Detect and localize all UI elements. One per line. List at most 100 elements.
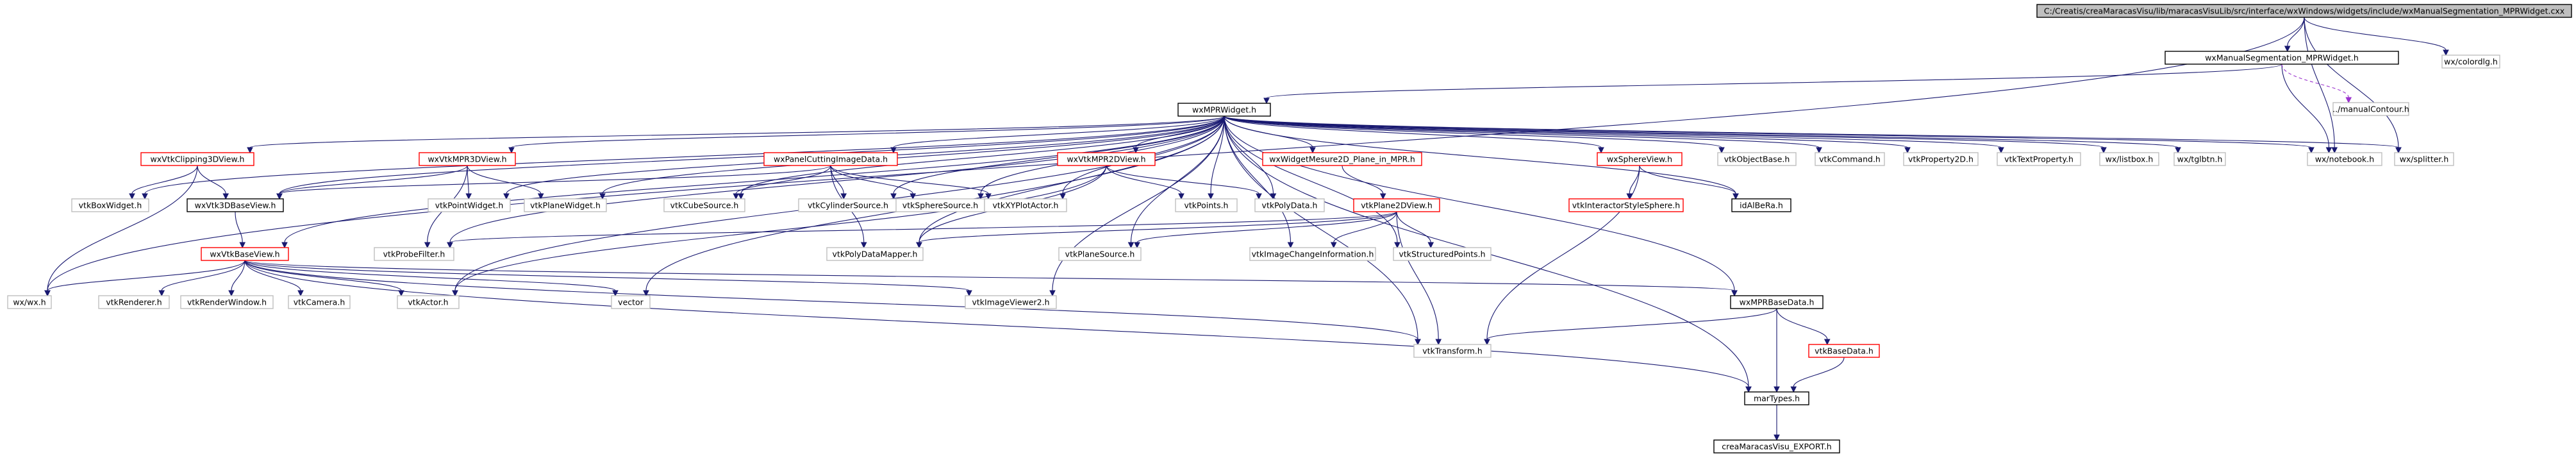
node-box [1262,152,1422,166]
node-plane2dview[interactable]: vtkPlane2DView.h [1353,198,1440,212]
node-vtkmpr3d[interactable]: wxVtkMPR3DView.h [419,152,516,166]
node-sphereview[interactable]: wxSphereView.h [1597,152,1683,166]
node-label: vtkPlane2DView.h [1361,201,1433,210]
node-mesure2d[interactable]: wxWidgetMesure2D_Plane_in_MPR.h [1262,152,1422,166]
node-label: vtkProbeFilter.h [383,250,445,259]
edge-mprwidget-to-property2d [1224,115,1911,154]
node-basedata[interactable]: vtkBaseData.h [1808,344,1880,358]
node-mprbasedata[interactable]: wxMPRBaseData.h [1730,295,1824,309]
node-objectbase: vtkObjectBase.h [1717,152,1797,166]
node-box [180,295,274,309]
node-label: vtkObjectBase.h [1724,155,1790,164]
node-label: wx/tglbtn.h [2177,155,2223,164]
node-label: vtkXYPlotActor.h [993,201,1059,210]
node-label: wxPanelCuttingImageData.h [774,155,888,164]
node-panelcut[interactable]: wxPanelCuttingImageData.h [763,152,898,166]
node-label: wx/splitter.h [2400,155,2449,164]
edge-mprwidget-to-planewidget [599,115,1225,200]
node-pointwidget: vtkPointWidget.h [428,198,511,212]
edge-mprwidget-to-points [1208,115,1225,200]
node-box [71,198,149,212]
node-box [1393,247,1492,261]
edge-manseg-to-notebook [2281,64,2332,154]
node-box [1815,152,1885,166]
edge-vtk3dbase-to-vtkbaseview [235,211,246,249]
node-textproperty: vtkTextProperty.h [1997,152,2081,166]
node-box [1353,198,1440,212]
edge-root-to-splitter [2304,17,2402,154]
node-label: wxVtkBaseView.h [210,250,279,259]
node-label: vtkRenderer.h [106,298,162,307]
edge-vtkbaseview-to-actor [244,260,404,297]
node-label: vtkCubeSource.h [670,201,739,210]
edge-panelcut-to-vtk3dbase [276,165,831,200]
edge-manseg-to-manualcontour [2281,64,2352,104]
edge-vtkmpr2d-to-points [1106,165,1184,200]
node-mprwidget[interactable]: wxMPRWidget.h [1177,103,1271,117]
edge-mprwidget-to-textproperty [1224,115,2004,154]
node-planewidget: vtkPlaneWidget.h [524,198,607,212]
node-vtk3dbase[interactable]: wxVtk3DBaseView.h [187,198,284,212]
node-box [1249,247,1376,261]
edge-mesure2d-to-plane2dview [1342,165,1386,200]
node-label: vtkStructuredPoints.h [1399,250,1485,259]
edge-panelcut-to-xyplot [830,165,992,200]
node-label: vtkInteractorStyleSphere.h [1572,201,1680,210]
edge-vtkbaseview-to-renderer [158,260,245,297]
node-cylsource: vtkCylinderSource.h [798,198,898,212]
edge-clipping-to-vtk3dbase [197,165,229,200]
node-box [397,295,460,309]
node-boxwidget: vtkBoxWidget.h [71,198,149,212]
node-manseg[interactable]: wxManualSegmentation_MPRWidget.h [2165,51,2399,65]
node-xyplot: vtkXYPlotActor.h [984,198,1067,212]
node-box [140,152,254,166]
node-label: vtkSphereSource.h [902,201,978,210]
node-export[interactable]: creaMaracasVisu_EXPORT.h [1713,439,1840,454]
node-label: vtkRenderWindow.h [187,298,267,307]
node-box [1744,391,1809,405]
edge-mprwidget-to-command [1224,115,1822,154]
edge-vtkbaseview-to-mprbasedata [244,260,1738,297]
edge-vtkbaseview-to-wxwx [44,260,245,297]
node-box [763,152,898,166]
node-label: vtkPoints.h [1184,201,1229,210]
node-label: wxWidgetMesure2D_Plane_in_MPR.h [1269,155,1415,164]
node-clipping[interactable]: wxVtkClipping3DView.h [140,152,254,166]
node-label: wxMPRBaseData.h [1740,298,1815,307]
node-label: marTypes.h [1754,394,1800,403]
node-box [1254,198,1325,212]
node-box [1903,152,1979,166]
edge-vtkbaseview-to-imageviewer2 [244,260,972,297]
edge-mprwidget-to-sphereview [1224,115,1604,154]
edge-basedata-to-martypes [1790,357,1845,393]
edge-mprbasedata-to-martypes [1774,308,1780,393]
edge-plane2dview-to-polydatamapper [916,211,1397,249]
node-vtkmpr2d[interactable]: wxVtkMPR2DView.h [1057,152,1156,166]
edge-mprwidget-to-panelcut [890,115,1225,154]
node-label: wxSphereView.h [1607,155,1672,164]
node-box [1731,198,1791,212]
node-box [1175,198,1238,212]
node-renderer: vtkRenderer.h [98,295,170,309]
node-root[interactable]: C:/Creatis/creaMaracasVisu/lib/maracasVi… [2036,4,2572,18]
node-box [2307,152,2382,166]
node-box [611,295,651,309]
edge-root-to-notebook [2304,17,2338,154]
node-label: vector [618,298,644,307]
node-martypes[interactable]: marTypes.h [1744,391,1809,405]
node-box [984,198,1067,212]
edge-mprbasedata-to-basedata [1776,308,1831,346]
node-camera: vtkCamera.h [288,295,351,309]
node-box [2441,55,2500,69]
node-box [98,295,170,309]
edge-vtkbaseview-to-renderwindow [228,260,245,297]
node-label: vtkCamera.h [294,298,345,307]
node-interactorsphere[interactable]: vtkInteractorStyleSphere.h [1568,198,1684,212]
node-idalbera[interactable]: idAlBeRa.h [1731,198,1791,212]
node-box [2099,152,2159,166]
node-label: wx/listbox.h [2106,155,2154,164]
node-label: ../manualContour.h [2332,105,2409,114]
node-imageviewer2: vtkImageViewer2.h [965,295,1057,309]
edge-vtkbaseview-to-camera [244,260,304,297]
node-vtkbaseview[interactable]: wxVtkBaseView.h [201,247,289,261]
